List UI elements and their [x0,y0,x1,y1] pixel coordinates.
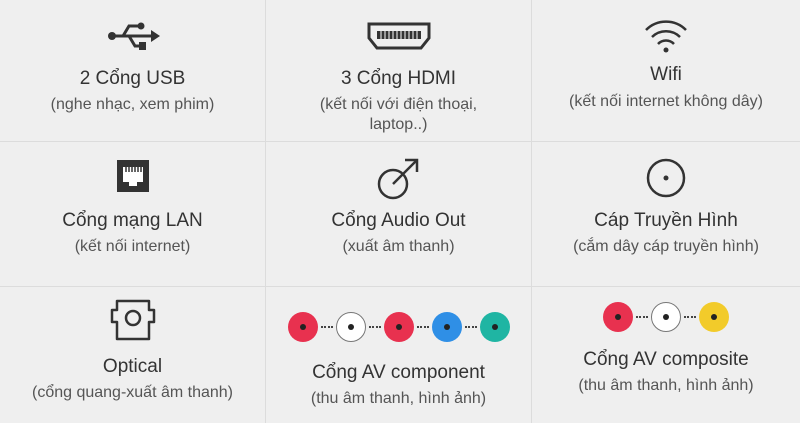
feature-title: Cổng AV component [312,362,485,383]
blue-jack [431,312,462,342]
feature-title: Optical [102,356,163,377]
feature-av-component: Cổng AV component (thu âm thanh, hình ản… [265,286,531,423]
feature-audio-out: Cổng Audio Out (xuất âm thanh) [265,141,531,286]
red-jack [603,302,633,332]
audio-out-icon [375,156,423,200]
white-jack [335,312,366,342]
feature-subtitle: (thu âm thanh, hình ảnh) [310,390,487,407]
feature-title: Wifi [650,64,682,85]
feature-title: 3 Cổng HDMI [340,68,457,89]
feature-title: Cáp Truyền Hình [594,210,738,231]
optical-port-icon [108,298,158,344]
feature-av-composite: Cổng AV composite (thu âm thanh, hình ản… [531,286,800,423]
feature-lan: Cổng mạng LAN (kết nối internet) [0,141,265,286]
feature-subtitle: (xuất âm thanh) [342,238,455,255]
lan-port-icon [115,158,151,194]
feature-subtitle: (cắm dây cáp truyền hình) [573,238,759,255]
white-jack [651,302,681,332]
feature-title: Cổng Audio Out [331,210,466,231]
feature-optical: Optical (cổng quang-xuất âm thanh) [0,286,265,423]
feature-subtitle: (thu âm thanh, hình ảnh) [578,377,754,394]
hdmi-icon [367,18,431,54]
wifi-icon [642,14,690,54]
feature-wifi: Wifi (kết nối internet không dây) [531,0,800,141]
feature-title: Cổng AV composite [583,349,749,370]
av-composite-icon [603,301,729,333]
red-jack [383,312,414,342]
av-component-icon [287,311,510,343]
feature-subtitle: (kết nối với điện thoại, [319,96,478,113]
feature-subtitle: (nghe nhạc, xem phim) [50,96,215,113]
feature-usb: 2 Cổng USB (nghe nhạc, xem phim) [0,0,265,141]
teal-jack [479,312,510,342]
coaxial-cable-icon [644,156,688,200]
usb-icon [103,16,163,56]
feature-subtitle: (kết nối internet) [74,238,191,255]
feature-tv-cable: Cáp Truyền Hình (cắm dây cáp truyền hình… [531,141,800,286]
feature-title: 2 Cổng USB [79,68,186,89]
yellow-jack [699,302,729,332]
feature-subtitle-line2: laptop..) [369,116,428,133]
feature-title: Cổng mạng LAN [62,210,203,231]
feature-subtitle: (cổng quang-xuất âm thanh) [31,384,233,401]
feature-hdmi: 3 Cổng HDMI (kết nối với điện thoại, lap… [265,0,531,141]
red-jack [287,312,318,342]
feature-subtitle: (kết nối internet không dây) [569,93,763,110]
